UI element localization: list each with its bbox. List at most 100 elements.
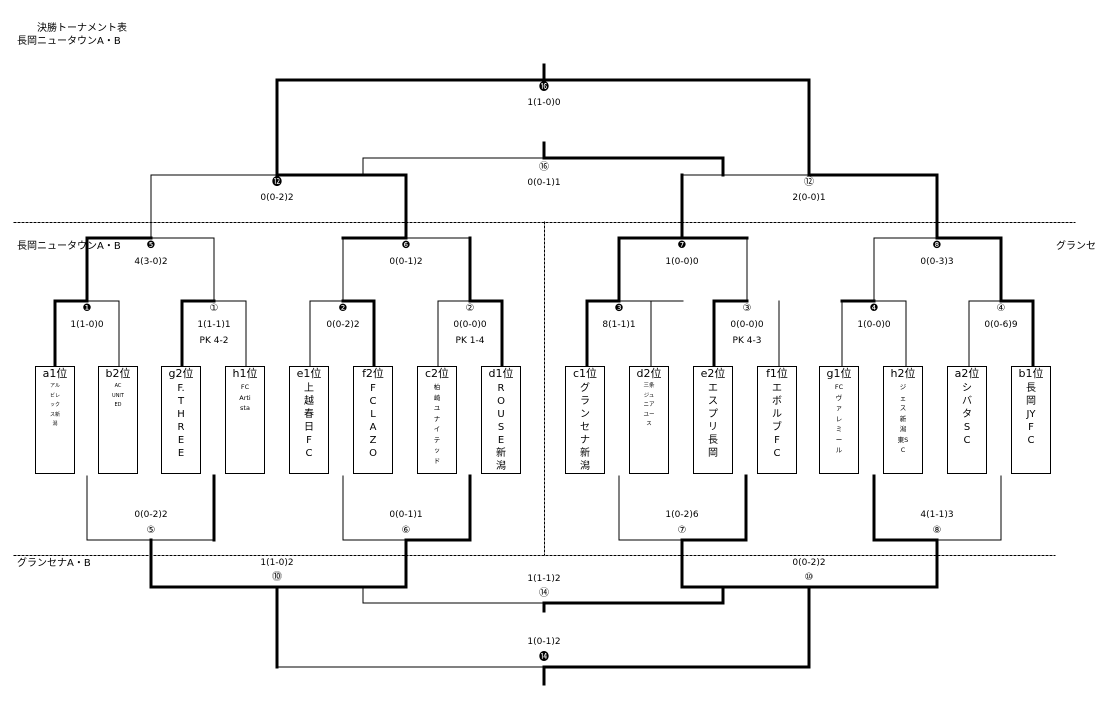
team-name: FCヴァレミール [834,383,844,454]
team-rank: h1位 [232,367,258,380]
match-number-cons5: ⑤ [146,525,156,536]
team-rank: g2位 [168,367,194,380]
page-title: 決勝トーナメント表 [37,23,127,34]
match-result-sf-top-left: 0(0-2)2 [260,193,294,203]
match-number-r1-4: ❹ [869,303,879,314]
match-result-cons6: 0(0-1)1 [389,510,423,520]
match-result-qf8-top: 0(0-3)3 [920,257,954,267]
team-name: グランセナ新潟 [580,383,590,472]
team-box: g2位 F.THREE [161,366,201,474]
match-number-qf8-top: ❽ [932,240,942,251]
team-name: F.THREE [177,383,185,459]
match-number-r1-3: ❸ [614,303,624,314]
match-result-qf6-top: 0(0-1)2 [389,257,423,267]
team-box: e1位上越春日FC [289,366,329,474]
match-number-cons8: ⑧ [932,525,942,536]
team-rank: g1位 [826,367,852,380]
team-name: 長岡JYFC [1026,383,1036,446]
team-name: AC UNITED [112,383,124,408]
thick-lines [53,63,1035,686]
team-box: d2位三条ジュニアユース [629,366,669,474]
match-result-third-top: 0(0-1)1 [527,178,561,188]
match-number-qf5-top: ❺ [146,240,156,251]
match-result-r1-1: 1(1-0)0 [70,320,104,330]
team-name: FC LAZO [369,383,377,459]
team-box: h2位ジェス新潟東SC [883,366,923,474]
match-result-final-bot: 1(0-1)2 [527,637,561,647]
match-result-qf7-top: 1(0-0)0 [665,257,699,267]
match-result-cons7: 1(0-2)6 [665,510,699,520]
match-number-r1-1b: ① [209,303,219,314]
match-number-sf-top-right: ⑫ [804,177,814,188]
match-result-sf-bot-right: 0(0-2)2 [792,558,826,568]
match-result-cons5: 0(0-2)2 [134,510,168,520]
team-rank: a1位 [42,367,68,380]
match-result-r1-4: 1(0-0)0 [857,320,891,330]
team-box: e2位エスプリ長岡 [693,366,733,474]
team-box: h1位 FC Artista [225,366,265,474]
match-number-r1-3b: ③ [742,303,752,314]
team-name: FC Artista [239,383,251,412]
team-box: f1位エボルブFC [757,366,797,474]
match-result-r1-2b: 0(0-0)0 [453,320,487,330]
match-number-r1-4b: ④ [996,303,1006,314]
team-rank: d1位 [488,367,514,380]
match-pk-r1-3b: PK 4-3 [732,336,762,346]
team-box: b2位 AC UNITED [98,366,138,474]
match-number-third-top: ⑯ [539,162,549,173]
team-box: d1位 ROUSE新潟 [481,366,521,474]
match-number-sf-bot-left: ⓾ [272,572,282,583]
team-rank: d2位 [636,367,662,380]
team-name: エスプリ長岡 [708,383,718,459]
match-result-final-top: 1(1-0)0 [527,98,561,108]
team-name: ジェス新潟東SC [897,383,909,454]
match-result-third-bot: 1(1-1)2 [527,574,561,584]
team-name: シバタSC [962,383,972,446]
team-rank: e1位 [296,367,322,380]
team-box: c2位柏崎ユナイテッド [417,366,457,474]
team-rank: a2位 [954,367,980,380]
team-box: g1位 FCヴァレミール [819,366,859,474]
team-rank: e2位 [700,367,726,380]
team-name: 上越春日FC [304,383,314,459]
match-result-qf5-top: 4(3-0)2 [134,257,168,267]
match-result-sf-bot-left: 1(1-0)2 [260,558,294,568]
match-result-r1-3: 8(1-1)1 [602,320,636,330]
team-name: 柏崎ユナイテッド [433,383,441,465]
team-name: エボルブFC [772,383,782,459]
match-number-final-top: ⓰ [539,82,549,93]
team-rank: h2位 [890,367,916,380]
team-box: a1位アルビレックス新潟 [35,366,75,474]
match-number-cons7: ⑦ [677,525,687,536]
match-pk-r1-1b: PK 4-2 [199,336,229,346]
team-rank: c1位 [572,367,598,380]
match-pk-r1-2b: PK 1-4 [455,336,485,346]
team-box: c1位グランセナ新潟 [565,366,605,474]
match-result-sf-top-right: 2(0-0)1 [792,193,826,203]
team-name: 三条ジュニアユース [643,383,655,427]
team-rank: c2位 [424,367,450,380]
team-name: ROUSE新潟 [496,383,506,472]
match-result-r1-2: 0(0-2)2 [326,320,360,330]
match-number-qf7-top: ❼ [677,240,687,251]
match-number-cons6: ⑥ [401,525,411,536]
match-number-r1-1: ❶ [82,303,92,314]
match-number-r1-2: ❷ [338,303,348,314]
match-result-cons8: 4(1-1)3 [920,510,954,520]
team-box: a2位シバタSC [947,366,987,474]
match-number-qf6-top: ❻ [401,240,411,251]
match-number-final-bot: ⓮ [539,652,549,663]
match-number-r1-2b: ② [465,303,475,314]
team-name: アルビレックス新潟 [49,383,60,427]
match-number-sf-top-left: ⓬ [272,177,282,188]
team-rank: b2位 [105,367,131,380]
match-result-r1-3b: 0(0-0)0 [730,320,764,330]
match-result-r1-1b: 1(1-1)1 [197,320,231,330]
match-number-sf-bot-right: ⑩ [804,572,814,583]
team-rank: f1位 [766,367,788,380]
match-number-third-bot: ⑭ [539,588,549,599]
section-separators [13,221,1076,556]
thin-lines [54,157,1002,668]
team-rank: b1位 [1018,367,1044,380]
